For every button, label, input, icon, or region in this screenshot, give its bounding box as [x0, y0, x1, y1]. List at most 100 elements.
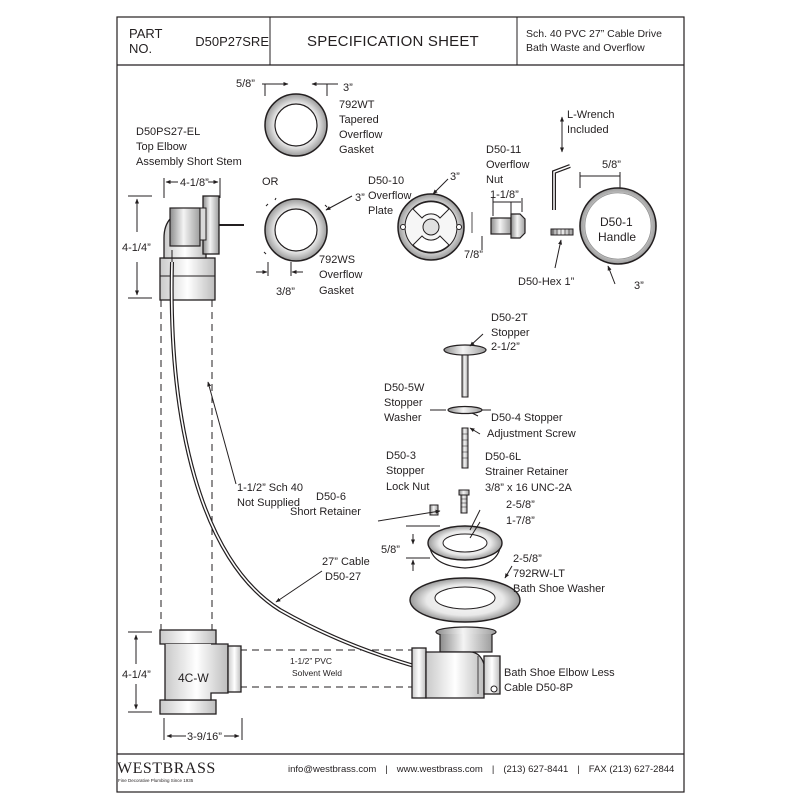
short-retainer-line2: Short Retainer — [290, 506, 361, 518]
tee-height: 4-1/4” — [122, 669, 151, 681]
separator: | — [491, 764, 495, 775]
strainer-dim-1-7-8: 1-7/8” — [506, 515, 535, 527]
top-elbow-height: 4-1/4” — [122, 242, 151, 254]
bath-shoe-washer-line1: 2-5/8” — [513, 553, 542, 565]
gasket-792wt-line2: Tapered — [339, 114, 379, 126]
tee-width: 3-9/16” — [187, 731, 222, 743]
cable-line1: 27” Cable — [322, 556, 370, 568]
brand-tagline: Fine Decorative Plumbing Since 1935 — [118, 778, 194, 783]
sheet-title: SPECIFICATION SHEET — [307, 32, 479, 50]
top-elbow-width: 4-1/8” — [180, 177, 209, 189]
gasket-792wt-line3: Overflow — [339, 129, 382, 141]
lock-nut-line3: Lock Nut — [386, 481, 429, 493]
strainer-retainer-screw-icon — [429, 489, 470, 516]
hex-key-label: D50-Hex 1” — [518, 276, 575, 288]
stopper-washer-line3: Washer — [384, 412, 422, 424]
top-elbow-line2: Top Elbow — [136, 141, 187, 153]
gasket-792ws-line1: 792WS — [319, 254, 355, 266]
gasket-dim-5-8: 5/8” — [236, 78, 255, 90]
strainer-icon — [406, 509, 503, 571]
top-elbow-assembly-icon — [128, 178, 244, 301]
overflow-plate-line2: Overflow — [368, 190, 411, 202]
brand-logo: WESTBRASS — [117, 760, 216, 777]
lock-nut-line2: Stopper — [386, 465, 425, 477]
tapered-overflow-gasket-icon — [262, 82, 338, 157]
short-retainer-line1: D50-6 — [316, 491, 346, 503]
adjustment-screw-line1: D50-4 Stopper — [491, 412, 563, 424]
handle-icon — [579, 172, 657, 285]
adjustment-screw-line2: Adjustment Screw — [487, 428, 576, 440]
l-wrench-icon — [550, 116, 574, 269]
diagram-labels: 5/8” 3” 792WT Tapered Overflow Gasket D5… — [122, 78, 644, 743]
overflow-plate-line3: Plate — [368, 205, 393, 217]
overflow-nut-line3: Nut — [486, 174, 503, 186]
overflow-gasket-icon — [256, 195, 353, 276]
stopper-washer-icon — [430, 405, 491, 415]
overflow-plate-dim: 3” — [450, 171, 460, 183]
stopper-icon — [443, 333, 487, 398]
phone-number: (213) 627-8441 — [503, 764, 569, 775]
separator: | — [385, 764, 388, 775]
email-link[interactable]: info@westbrass.com — [288, 764, 377, 775]
fax-number: FAX (213) 627-2844 — [588, 764, 675, 775]
strainer-retainer-line1: D50-6L — [485, 451, 521, 463]
tee-fitting-icon — [128, 629, 243, 740]
handle-dim-3: 3” — [634, 280, 644, 292]
or-label: OR — [262, 176, 279, 188]
gasket-792ws-line2: Overflow — [319, 269, 362, 281]
tee-label: 4C-W — [178, 671, 209, 685]
footer: WESTBRASS Fine Decorative Plumbing Since… — [117, 760, 684, 790]
separator: | — [577, 764, 580, 775]
gasket-792ws-line3: Gasket — [319, 285, 354, 297]
handle-line2: Handle — [598, 230, 636, 244]
product-description-line1: Sch. 40 PVC 27” Cable Drive — [526, 28, 662, 40]
stopper-washer-line2: Stopper — [384, 397, 423, 409]
stopper-line3: 2-1/2” — [491, 341, 520, 353]
strainer-dim-2-5-8: 2-5/8” — [506, 499, 535, 511]
sheet-frame — [116, 16, 685, 793]
lock-nut-line1: D50-3 — [386, 450, 416, 462]
cable-line2: D50-27 — [325, 571, 361, 583]
overflow-nut-line1: D50-11 — [486, 144, 521, 156]
handle-line1: D50-1 — [600, 215, 633, 229]
top-elbow-line1: D50PS27-EL — [136, 126, 200, 138]
strainer-retainer-line3: 3/8” x 16 UNC-2A — [485, 482, 572, 494]
gasket-792ws-dim-3-8: 3/8” — [276, 286, 295, 298]
bath-shoe-elbow-icon — [411, 626, 501, 699]
website-link[interactable]: www.westbrass.com — [396, 764, 483, 775]
gasket-792ws-dim-3: 3” — [355, 192, 365, 204]
product-description: Sch. 40 PVC 27” Cable Drive Bath Waste a… — [518, 17, 684, 65]
cable-icon — [169, 261, 489, 686]
product-description-line2: Bath Waste and Overflow — [526, 42, 645, 54]
overflow-nut-dim-b: 7/8” — [464, 249, 483, 261]
strainer-dim-5-8: 5/8” — [381, 544, 400, 556]
l-wrench-line2: Included — [567, 124, 609, 136]
overflow-plate-icon — [397, 178, 473, 261]
top-elbow-line3: Assembly Short Stem — [136, 156, 242, 168]
stopper-washer-line1: D50-5W — [384, 382, 425, 394]
pipe-run-lines — [160, 300, 414, 688]
label-leader-lines — [377, 412, 479, 522]
pipe-line2: Not Supplied — [237, 497, 300, 509]
bath-shoe-elbow-line1: Bath Shoe Elbow Less — [504, 667, 615, 679]
handle-dim-5-8: 5/8” — [602, 159, 621, 171]
overflow-nut-dim-a: 1-1/8” — [490, 189, 519, 201]
strainer-retainer-line2: Strainer Retainer — [485, 466, 568, 478]
l-wrench-line1: L-Wrench — [567, 109, 614, 121]
overflow-plate-line1: D50-10 — [368, 175, 404, 187]
overflow-nut-line2: Overflow — [486, 159, 529, 171]
bath-shoe-elbow-line2: Cable D50-8P — [504, 682, 573, 694]
gasket-792wt-line4: Gasket — [339, 144, 374, 156]
part-number-label: PART NO. — [129, 26, 163, 56]
solvent-weld-line2: Solvent Weld — [292, 668, 342, 678]
bath-shoe-washer-icon — [409, 565, 521, 623]
part-number-cell: PART NO. D50P27SRE — [117, 17, 269, 65]
pipe-line1: 1-1/2” Sch 40 — [237, 482, 303, 494]
solvent-weld-line1: 1-1/2” PVC — [290, 656, 332, 666]
bath-shoe-washer-line2: 792RW-LT — [513, 568, 565, 580]
overflow-nut-icon — [481, 198, 526, 250]
stopper-line1: D50-2T — [491, 312, 528, 324]
adjustment-screw-icon — [461, 427, 481, 469]
gasket-792wt-line1: 792WT — [339, 99, 375, 111]
